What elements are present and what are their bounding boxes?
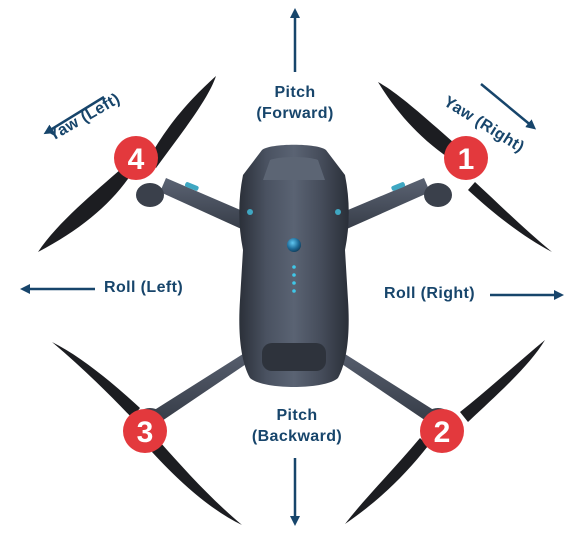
motor-badge-4: 4 xyxy=(114,136,158,180)
pitch-forward-label: Pitch (Forward) xyxy=(238,82,352,124)
motor-badge-2: 2 xyxy=(420,409,464,453)
roll-left-label: Roll (Left) xyxy=(104,279,184,296)
pitch-backward-line2: (Backward) xyxy=(251,428,343,445)
propeller-front-right xyxy=(378,82,556,252)
pitch-forward-line1: Pitch xyxy=(274,84,316,101)
motor-badge-3: 3 xyxy=(123,409,167,453)
motor-number-4: 4 xyxy=(128,143,145,176)
pitch-backward-line1: Pitch xyxy=(276,407,318,424)
motor-badge-1: 1 xyxy=(444,136,488,180)
motor-number-2: 2 xyxy=(434,416,451,449)
yaw-right-arrow xyxy=(480,83,537,130)
motor-number-3: 3 xyxy=(137,416,154,449)
pitch-forward-line2: (Forward) xyxy=(256,105,334,122)
propeller-rear-right xyxy=(341,340,545,524)
drone-body xyxy=(239,144,349,387)
pitch-backward-label: Pitch (Backward) xyxy=(236,405,358,447)
propeller-front-left xyxy=(34,76,216,252)
motor-number-1: 1 xyxy=(458,143,475,176)
yaw-left-arrow xyxy=(43,95,105,135)
roll-right-label: Roll (Right) xyxy=(384,285,475,302)
propeller-rear-left xyxy=(52,342,246,525)
drone-arms xyxy=(148,178,440,425)
